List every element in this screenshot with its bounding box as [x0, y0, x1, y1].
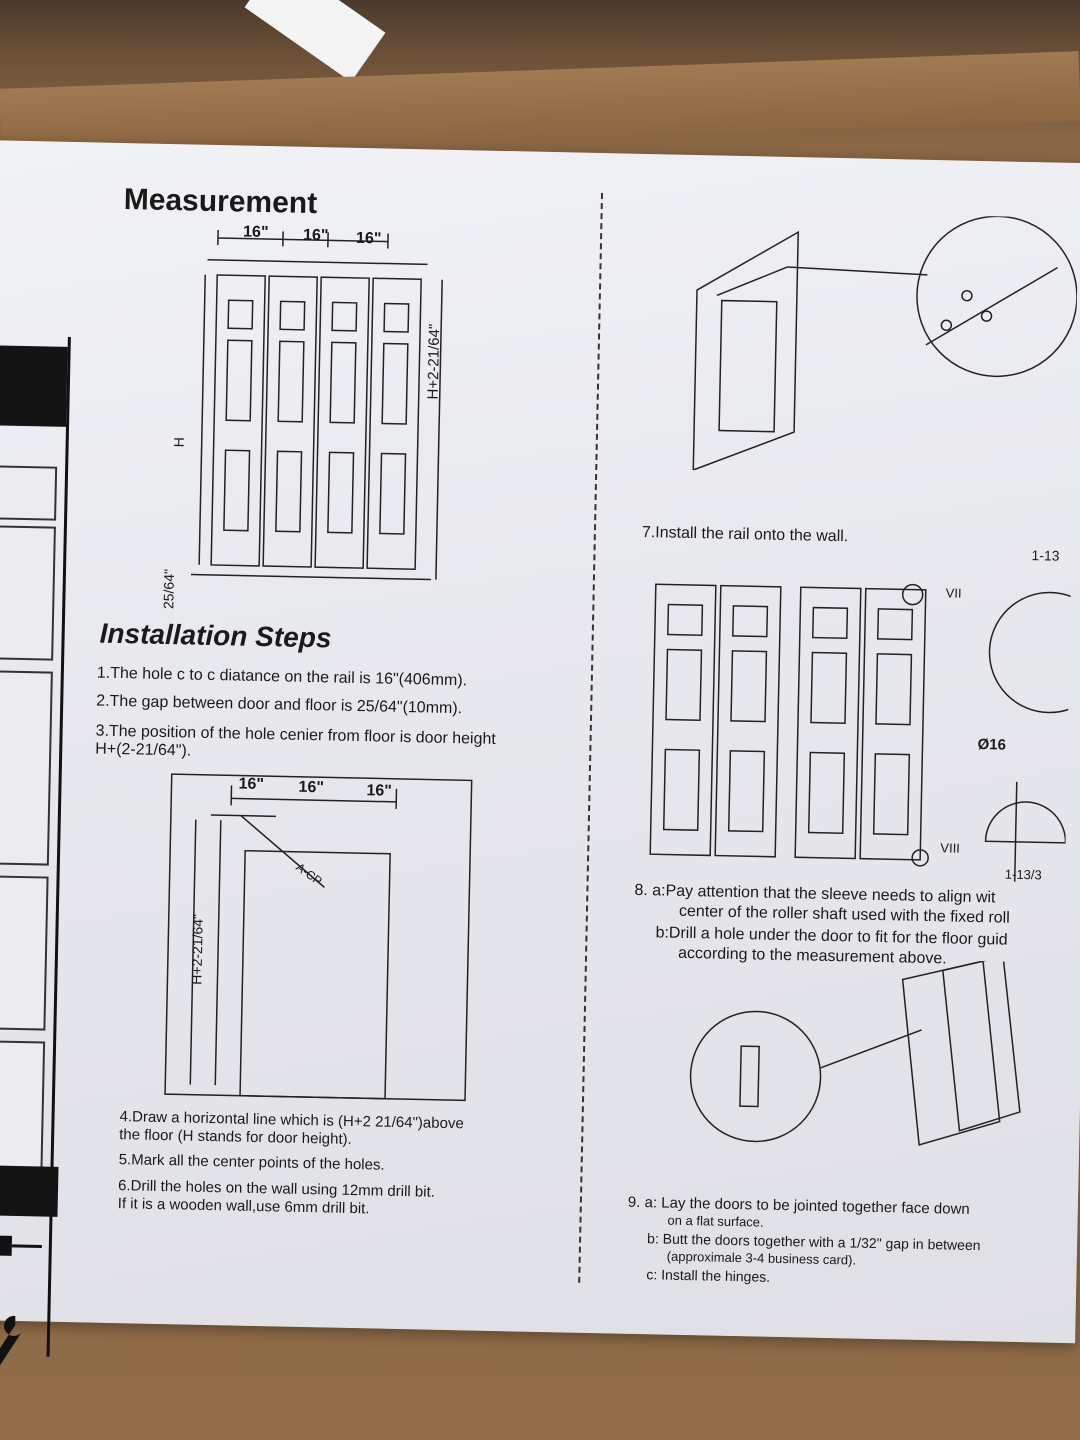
h-label: H: [170, 437, 187, 448]
measurement-heading: Measurement: [123, 183, 318, 221]
floor-gap-label: 25/64": [160, 568, 178, 610]
rail-install-diagram: [692, 215, 1078, 472]
vii-label: VII: [945, 585, 962, 601]
step-9c: c: Install the hinges.: [646, 1266, 771, 1285]
height-label-2: H+2-21/64": [188, 913, 206, 985]
instruction-sheet: ual 1 nch Measurement: [0, 140, 1080, 1370]
height-label: H+2-21/64": [424, 323, 444, 400]
column-divider: [578, 193, 604, 1283]
dim-bottom: 1-13/3: [1004, 866, 1042, 883]
dim-label: 16": [298, 778, 325, 797]
hinge-diagram: [689, 955, 1021, 1146]
side-box: [0, 464, 58, 521]
step-4-cont: the floor (H stands for door height).: [119, 1126, 352, 1149]
side-box: [0, 669, 53, 866]
step-1: 1.The hole c to c diatance on the rail i…: [96, 664, 468, 690]
dim-label: 16": [238, 775, 265, 794]
installation-heading: Installation Steps: [99, 617, 332, 654]
side-box: [0, 874, 49, 1031]
drill-icon: [0, 1235, 42, 1281]
measurement-diagram: [190, 229, 443, 581]
doors-diagram: [649, 583, 929, 867]
step-3-cont: H+(2-21/64").: [95, 740, 192, 760]
dim-label: 16": [242, 223, 269, 242]
manual-left-panel: ual 1 nch: [0, 334, 71, 1370]
dim-top: 1-13: [1031, 547, 1060, 564]
side-box: [0, 1039, 46, 1176]
dim-label: 16": [366, 782, 393, 800]
detail-circle: [984, 591, 1071, 882]
phi-label: Ø16: [977, 736, 1007, 754]
side-box: [0, 524, 56, 661]
dim-label: 16": [355, 229, 382, 248]
step-2: 2.The gap between door and floor is 25/6…: [96, 692, 463, 718]
step-7: 7.Install the rail onto the wall.: [641, 523, 849, 546]
step-9a-cont: on a flat surface.: [667, 1212, 764, 1230]
tools-bar: [0, 1164, 59, 1217]
step-5: 5.Mark all the center points of the hole…: [118, 1151, 385, 1174]
wrench-icon: [0, 1315, 24, 1370]
viii-label: VIII: [940, 840, 961, 856]
step-9b-cont: (approximale 3-4 business card).: [666, 1248, 857, 1268]
dim-label: 16": [302, 226, 329, 245]
wall-diagram: [164, 773, 473, 1102]
manual-title-bar: [0, 344, 68, 427]
